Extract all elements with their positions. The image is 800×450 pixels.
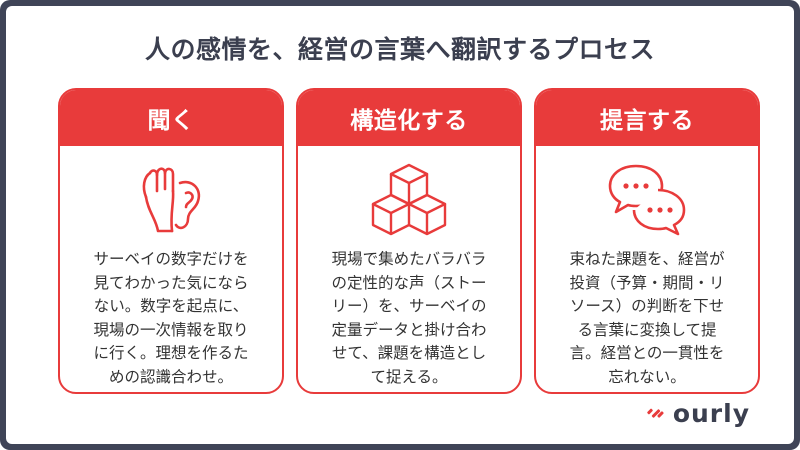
page-title: 人の感情を、経営の言葉へ翻訳するプロセス xyxy=(144,35,655,64)
card-description: サーベイの数字だけを 見てわかった気になら ない。数字を起点に、 現場の一次情報… xyxy=(93,250,249,386)
card-propose: 提言する 束ねた課題を、経営が 投資（予算・期間・リ ソース）の判断を下せ る言… xyxy=(534,88,760,394)
brand-wordmark: ourly xyxy=(672,399,750,428)
card-heading: 提言する xyxy=(536,90,758,146)
card-description: 現場で集めたバラバラ の定性的な声（ストー リー）を、サーベイの 定量データと掛… xyxy=(331,250,487,386)
stacked-cubes-icon xyxy=(298,152,520,248)
ourly-logo-icon xyxy=(645,401,667,427)
card-description: 束ねた課題を、経営が 投資（予算・期間・リ ソース）の判断を下せ る言葉に変換し… xyxy=(569,250,725,386)
card-listen: 聞く サーベイの数字だけを 見てわかった気になら ない。数字を起点に、 現場の一… xyxy=(58,88,284,394)
speech-bubbles-icon xyxy=(536,152,758,248)
card-heading: 構造化する xyxy=(298,90,520,146)
brand-logo: ourly xyxy=(645,399,750,428)
ear-listening-icon xyxy=(60,152,282,248)
card-heading: 聞く xyxy=(60,90,282,146)
slide-canvas: 人の感情を、経営の言葉へ翻訳するプロセス 聞く サーベイの数字だけを xyxy=(6,6,794,444)
card-structure: 構造化する 現場で集めたバラバラ の定性的な声（ストー リー xyxy=(296,88,522,394)
